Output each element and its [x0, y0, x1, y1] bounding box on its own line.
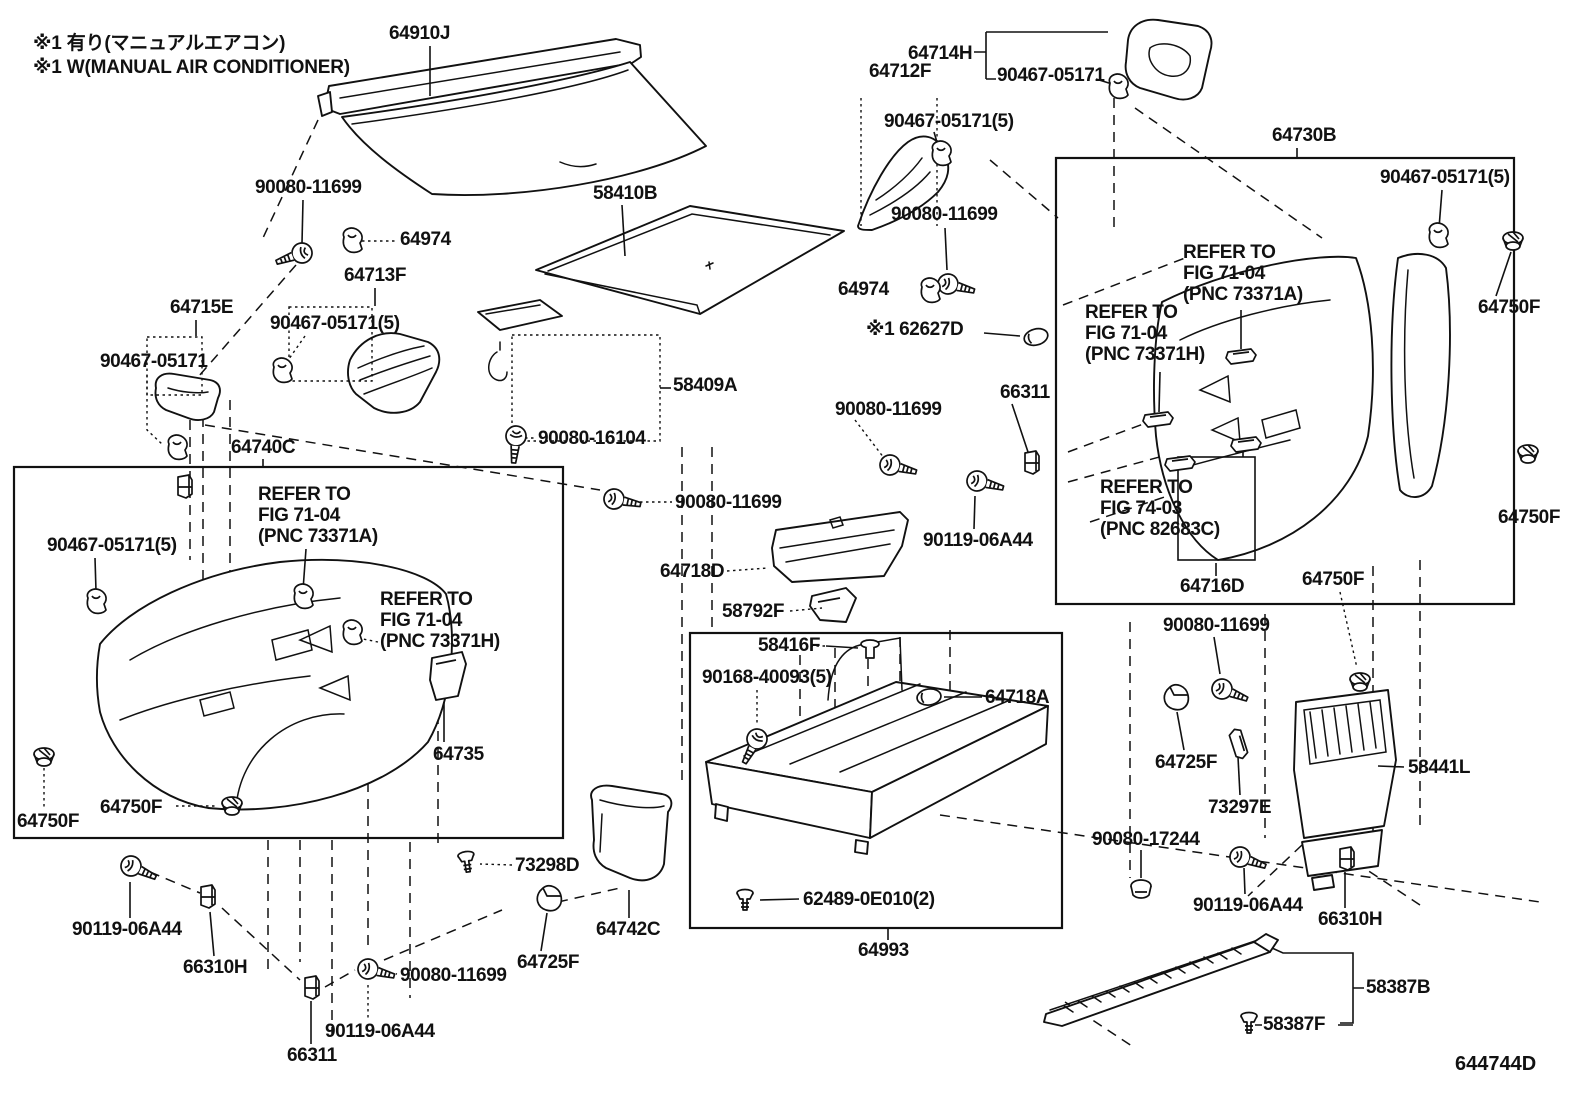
part-label: 64725F: [517, 952, 580, 973]
part-label: 64718D: [660, 561, 725, 582]
part-label: 64910J: [389, 23, 451, 44]
part-holder-64715e: [154, 372, 221, 421]
group-boxes: [12, 31, 1516, 1024]
part-label: 58792F: [722, 601, 785, 622]
part-label: 62489-0E010(2): [803, 889, 935, 910]
part-label: 90467-05171(5): [47, 535, 177, 556]
part-duct-64718d: [771, 511, 909, 583]
part-label: 64750F: [17, 811, 80, 832]
part-label: 73297E: [1208, 797, 1272, 818]
part-label: 64740C: [231, 437, 296, 458]
part-label: 90119-06A44: [923, 530, 1033, 551]
part-label: 90119-06A44: [72, 919, 182, 940]
part-label: 58416F: [758, 635, 821, 656]
bracket-58409a: [511, 334, 661, 442]
part-label: 64725F: [1155, 752, 1218, 773]
refer-note: REFER TO FIG 71-04 (PNC 73371A): [1183, 242, 1303, 305]
part-pillar-trim: [857, 135, 950, 231]
part-label: 90467-05171(5): [270, 313, 400, 334]
bracket-58387b: [1271, 947, 1364, 1024]
footnote-en: ※1 W(MANUAL AIR CONDITIONER): [33, 57, 350, 78]
refer-note: REFER TO FIG 71-04 (PNC 73371H): [1085, 302, 1205, 365]
part-label: 66311: [1000, 382, 1050, 403]
part-label: 90080-16104: [538, 428, 646, 449]
part-label: 90080-17244: [1092, 829, 1200, 850]
box-64740c: [12, 465, 565, 840]
part-label: 90168-40093(5): [702, 667, 832, 688]
part-label: 64750F: [1478, 297, 1541, 318]
part-label: 64715E: [170, 297, 234, 318]
part-bracket-58792f: [809, 587, 857, 623]
part-label: 64974: [838, 279, 889, 300]
part-label: 64730B: [1272, 125, 1337, 146]
part-label: 90119-06A44: [1193, 895, 1303, 916]
part-label: 64993: [858, 940, 909, 961]
bracket-64714h: [974, 31, 1113, 85]
part-quarter-trim-right: [1153, 253, 1451, 561]
part-luggage-tray: [705, 637, 1049, 855]
box-64730b: [1054, 156, 1516, 606]
part-label: 64718A: [985, 687, 1050, 708]
part-label: 64750F: [100, 797, 163, 818]
part-label: 64714H: [908, 43, 973, 64]
part-label: 64750F: [1302, 569, 1365, 590]
part-label: 90080-11699: [891, 204, 998, 225]
part-label: 58409A: [673, 375, 738, 396]
part-label: 64750F: [1498, 507, 1561, 528]
part-cargo-cover: [317, 38, 707, 197]
part-label: 58387B: [1366, 977, 1431, 998]
part-bracket-64735: [429, 651, 467, 701]
part-label: 64713F: [344, 265, 407, 286]
refer-note: REFER TO FIG 71-04 (PNC 73371A): [258, 484, 378, 547]
part-deck-board: [535, 205, 845, 315]
part-label: 73298D: [515, 855, 580, 876]
part-label: 64974: [400, 229, 451, 250]
part-label: 90467-05171(5): [884, 111, 1014, 132]
part-label: 90080-11699: [835, 399, 942, 420]
part-label: 58410B: [593, 183, 658, 204]
refer-note: REFER TO FIG 74-03 (PNC 82683C): [1100, 477, 1220, 540]
part-label: 64742C: [596, 919, 661, 940]
part-label: 90080-11699: [400, 965, 507, 986]
part-label: 90467-05171: [997, 65, 1105, 86]
part-board-58409a: [477, 299, 563, 382]
group-parts: [96, 18, 1451, 1027]
bracket-fig74-03: [1177, 456, 1256, 561]
part-cup-holder: [1124, 18, 1213, 101]
bracket-64715e: [146, 336, 203, 396]
part-label: 90467-05171: [100, 351, 208, 372]
part-label: 90080-11699: [255, 177, 362, 198]
part-label: 64712F: [869, 61, 932, 82]
part-label: 90467-05171(5): [1380, 167, 1510, 188]
bracket-64713f: [288, 306, 373, 382]
part-label: 64716D: [1180, 576, 1245, 597]
part-garnish-64713f: [347, 332, 441, 414]
footnote-jp: ※1 有り(マニュアルエアコン): [33, 33, 286, 54]
part-label: 90119-06A44: [325, 1021, 435, 1042]
part-pocket-64742c: [590, 784, 673, 882]
part-label: 58387F: [1263, 1014, 1326, 1035]
part-label: 64735: [433, 744, 484, 765]
part-label: 66310H: [183, 957, 248, 978]
leader-lines: [94, 46, 1512, 1044]
part-sill-plate: [1043, 933, 1279, 1027]
box-64993: [688, 631, 1064, 930]
part-label: 66310H: [1318, 909, 1383, 930]
part-label: 66311: [287, 1045, 337, 1066]
refer-note: REFER TO FIG 71-04 (PNC 73371H): [380, 589, 500, 652]
part-label: 58441L: [1408, 757, 1471, 778]
part-label: 90080-11699: [1163, 615, 1270, 636]
part-label: 90080-11699: [675, 492, 782, 513]
diagram-id: 644744D: [1455, 1053, 1537, 1075]
part-label: ※1 62627D: [866, 319, 964, 340]
